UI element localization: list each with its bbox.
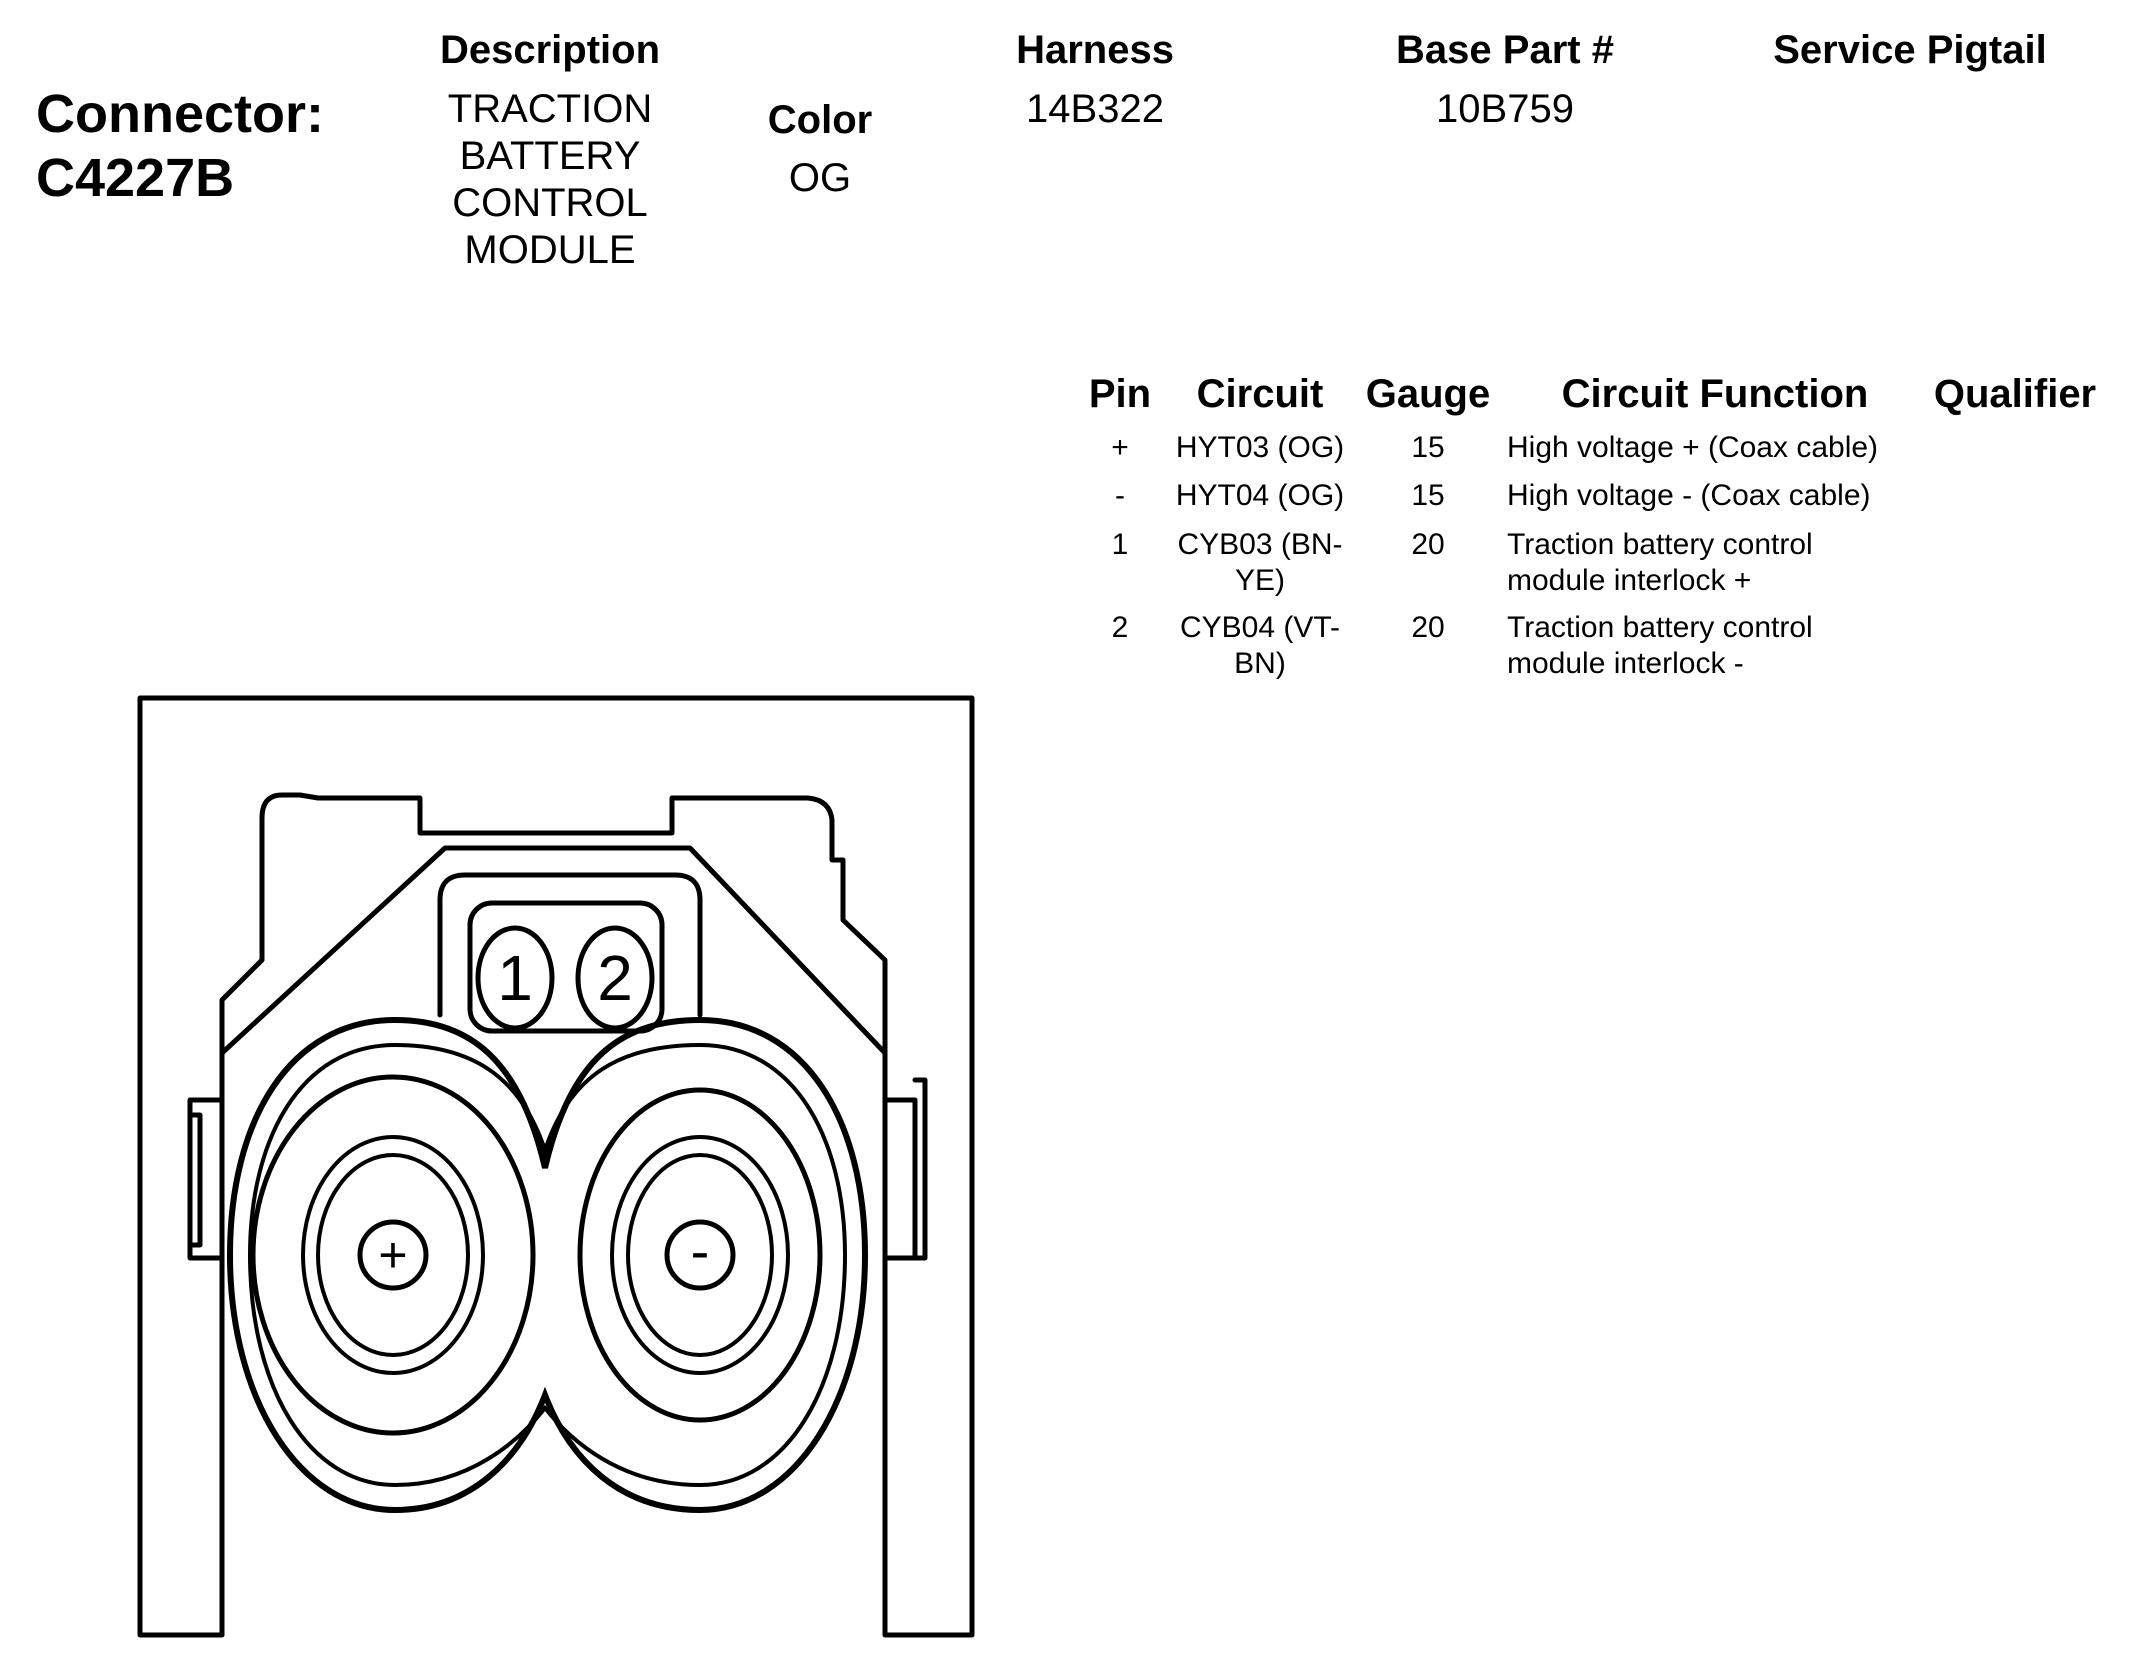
color-header: Color (767, 98, 873, 142)
table-row-circuit: CYB03 (BN- YE) (1160, 527, 1360, 599)
table-row-pin: 2 (1111, 611, 1129, 644)
col-circuit-header: Circuit (1196, 372, 1324, 416)
circuit-line: YE) (1234, 564, 1285, 597)
signal-pin-window (467, 900, 665, 1034)
plus-terminal-ring-outer (250, 1074, 536, 1436)
outer-frame (137, 695, 975, 1638)
left-latch (187, 1097, 225, 1261)
base-part-header: Base Part # (1396, 28, 1614, 72)
circuit-line: BN) (1234, 647, 1286, 680)
table-row-circuit: HYT03 (OG) (1160, 430, 1360, 466)
table-row-gauge: 15 (1411, 479, 1445, 512)
circuit-line: HYT03 (OG) (1175, 431, 1345, 464)
pin-2-socket (575, 925, 655, 1031)
table-row-pin: 1 (1111, 528, 1129, 561)
description-header: Description (439, 28, 661, 72)
table-row-gauge: 20 (1411, 528, 1445, 561)
pin-1-label: 1 (497, 942, 533, 1014)
table-row-function: Traction battery control module interloc… (1507, 610, 1927, 682)
col-qualifier-header: Qualifier (1933, 372, 2097, 416)
function-line: module interlock - (1507, 647, 1744, 680)
plus-terminal-contact (357, 1219, 429, 1291)
plus-terminal-ring-mid (301, 1135, 485, 1375)
description-line: CONTROL (452, 181, 648, 225)
function-line: High voltage + (Coax cable) (1507, 431, 1879, 464)
col-pin-header: Pin (1088, 372, 1152, 416)
table-row-pin: + (1111, 431, 1129, 464)
pin-1-socket (475, 925, 555, 1031)
minus-terminal-ring-mid (610, 1135, 790, 1375)
col-gauge-header: Gauge (1365, 372, 1491, 416)
function-line: Traction battery control (1507, 611, 1813, 644)
right-latch (882, 1077, 928, 1261)
harness-header: Harness (1016, 28, 1174, 72)
function-line: Traction battery control (1507, 528, 1813, 561)
table-row-gauge: 15 (1411, 431, 1445, 464)
minus-terminal-ring-outer (577, 1087, 823, 1423)
description-line: TRACTION (447, 87, 653, 131)
col-function-header: Circuit Function (1561, 372, 1869, 416)
table-row-circuit: HYT04 (OG) (1160, 478, 1360, 514)
roof-lines (219, 845, 888, 1056)
circuit-line: CYB04 (VT- (1179, 611, 1341, 644)
service-pigtail-header: Service Pigtail (1773, 28, 2047, 72)
connector-label: Connector: (36, 84, 324, 144)
harness-value: 14B322 (1026, 87, 1164, 131)
circuit-line: CYB03 (BN- (1177, 528, 1343, 561)
description-value: TRACTION BATTERY CONTROL MODULE (400, 86, 700, 274)
color-value: OG (788, 156, 852, 200)
description-line: MODULE (464, 228, 636, 272)
inner-housing (219, 792, 888, 1321)
function-line: module interlock + (1507, 564, 1752, 597)
table-row-circuit: CYB04 (VT- BN) (1160, 610, 1360, 682)
plus-terminal-label: + (378, 1227, 407, 1283)
pin-2-label: 2 (597, 942, 633, 1014)
minus-terminal-contact (664, 1219, 736, 1291)
description-line: BATTERY (459, 134, 641, 178)
hv-cavity-outer (226, 1016, 869, 1514)
base-part-value: 10B759 (1436, 87, 1574, 131)
table-row-function: Traction battery control module interloc… (1507, 527, 1927, 599)
circuit-line: HYT04 (OG) (1175, 479, 1345, 512)
connector-title: Connector: C4227B (36, 82, 324, 210)
table-row-gauge: 20 (1411, 611, 1445, 644)
hv-cavity-inner (247, 1042, 848, 1488)
table-row-function: High voltage + (Coax cable) (1507, 430, 1927, 466)
minus-terminal-ring-inner (626, 1153, 774, 1357)
signal-pin-frame (437, 872, 703, 1018)
connector-id: C4227B (36, 148, 235, 208)
table-row-function: High voltage - (Coax cable) (1507, 478, 1927, 514)
plus-terminal-ring-inner (316, 1153, 470, 1357)
minus-terminal-label: - (691, 1219, 710, 1282)
function-line: High voltage - (Coax cable) (1507, 479, 1871, 512)
table-row-pin: - (1115, 479, 1125, 512)
